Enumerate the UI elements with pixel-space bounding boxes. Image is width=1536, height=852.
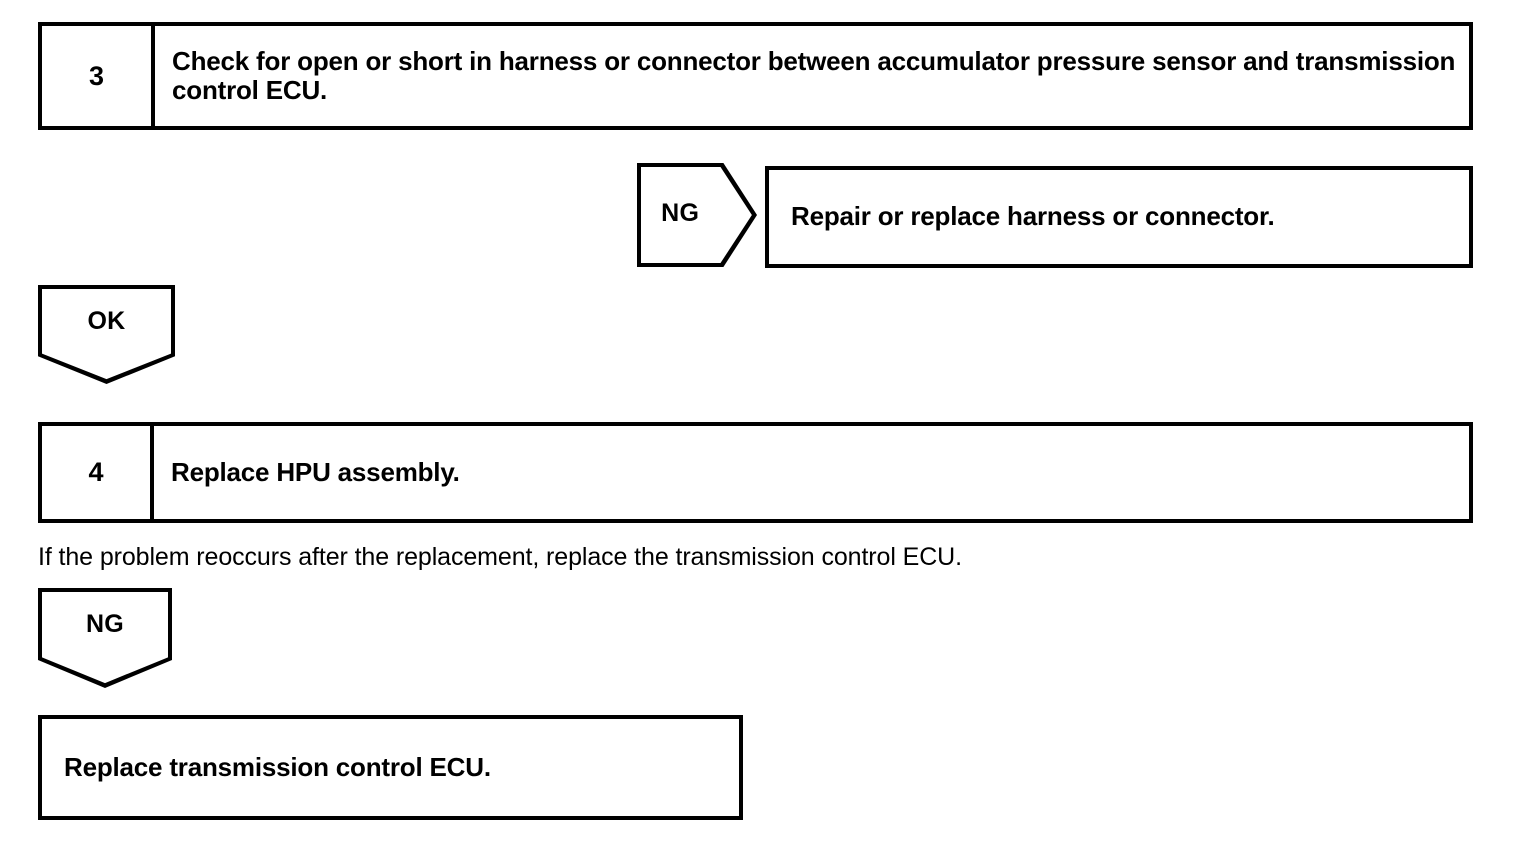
step-text-4: Replace HPU assembly.	[171, 456, 460, 487]
arrow-ng-down-label: NG	[85, 610, 125, 638]
step-text-3: Check for open or short in harness or co…	[172, 45, 1456, 105]
step-box-4: 4 Replace HPU assembly.	[38, 422, 1473, 523]
arrow-ng-down: NG	[38, 588, 172, 688]
step-box-3: 3 Check for open or short in harness or …	[38, 22, 1473, 130]
result-box-repair-harness: Repair or replace harness or connector.	[765, 166, 1473, 268]
arrow-ok-down-label: OK	[87, 307, 126, 335]
result-box-replace-ecu: Replace transmission control ECU.	[38, 715, 743, 820]
step-number-4: 4	[42, 426, 154, 519]
arrow-ok-down: OK	[38, 285, 175, 384]
arrow-ng-right: NG	[637, 163, 757, 267]
note-reoccurrence: If the problem reoccurs after the replac…	[38, 543, 962, 571]
arrow-ng-right-label: NG	[661, 199, 700, 227]
step-number-3: 3	[42, 26, 155, 126]
